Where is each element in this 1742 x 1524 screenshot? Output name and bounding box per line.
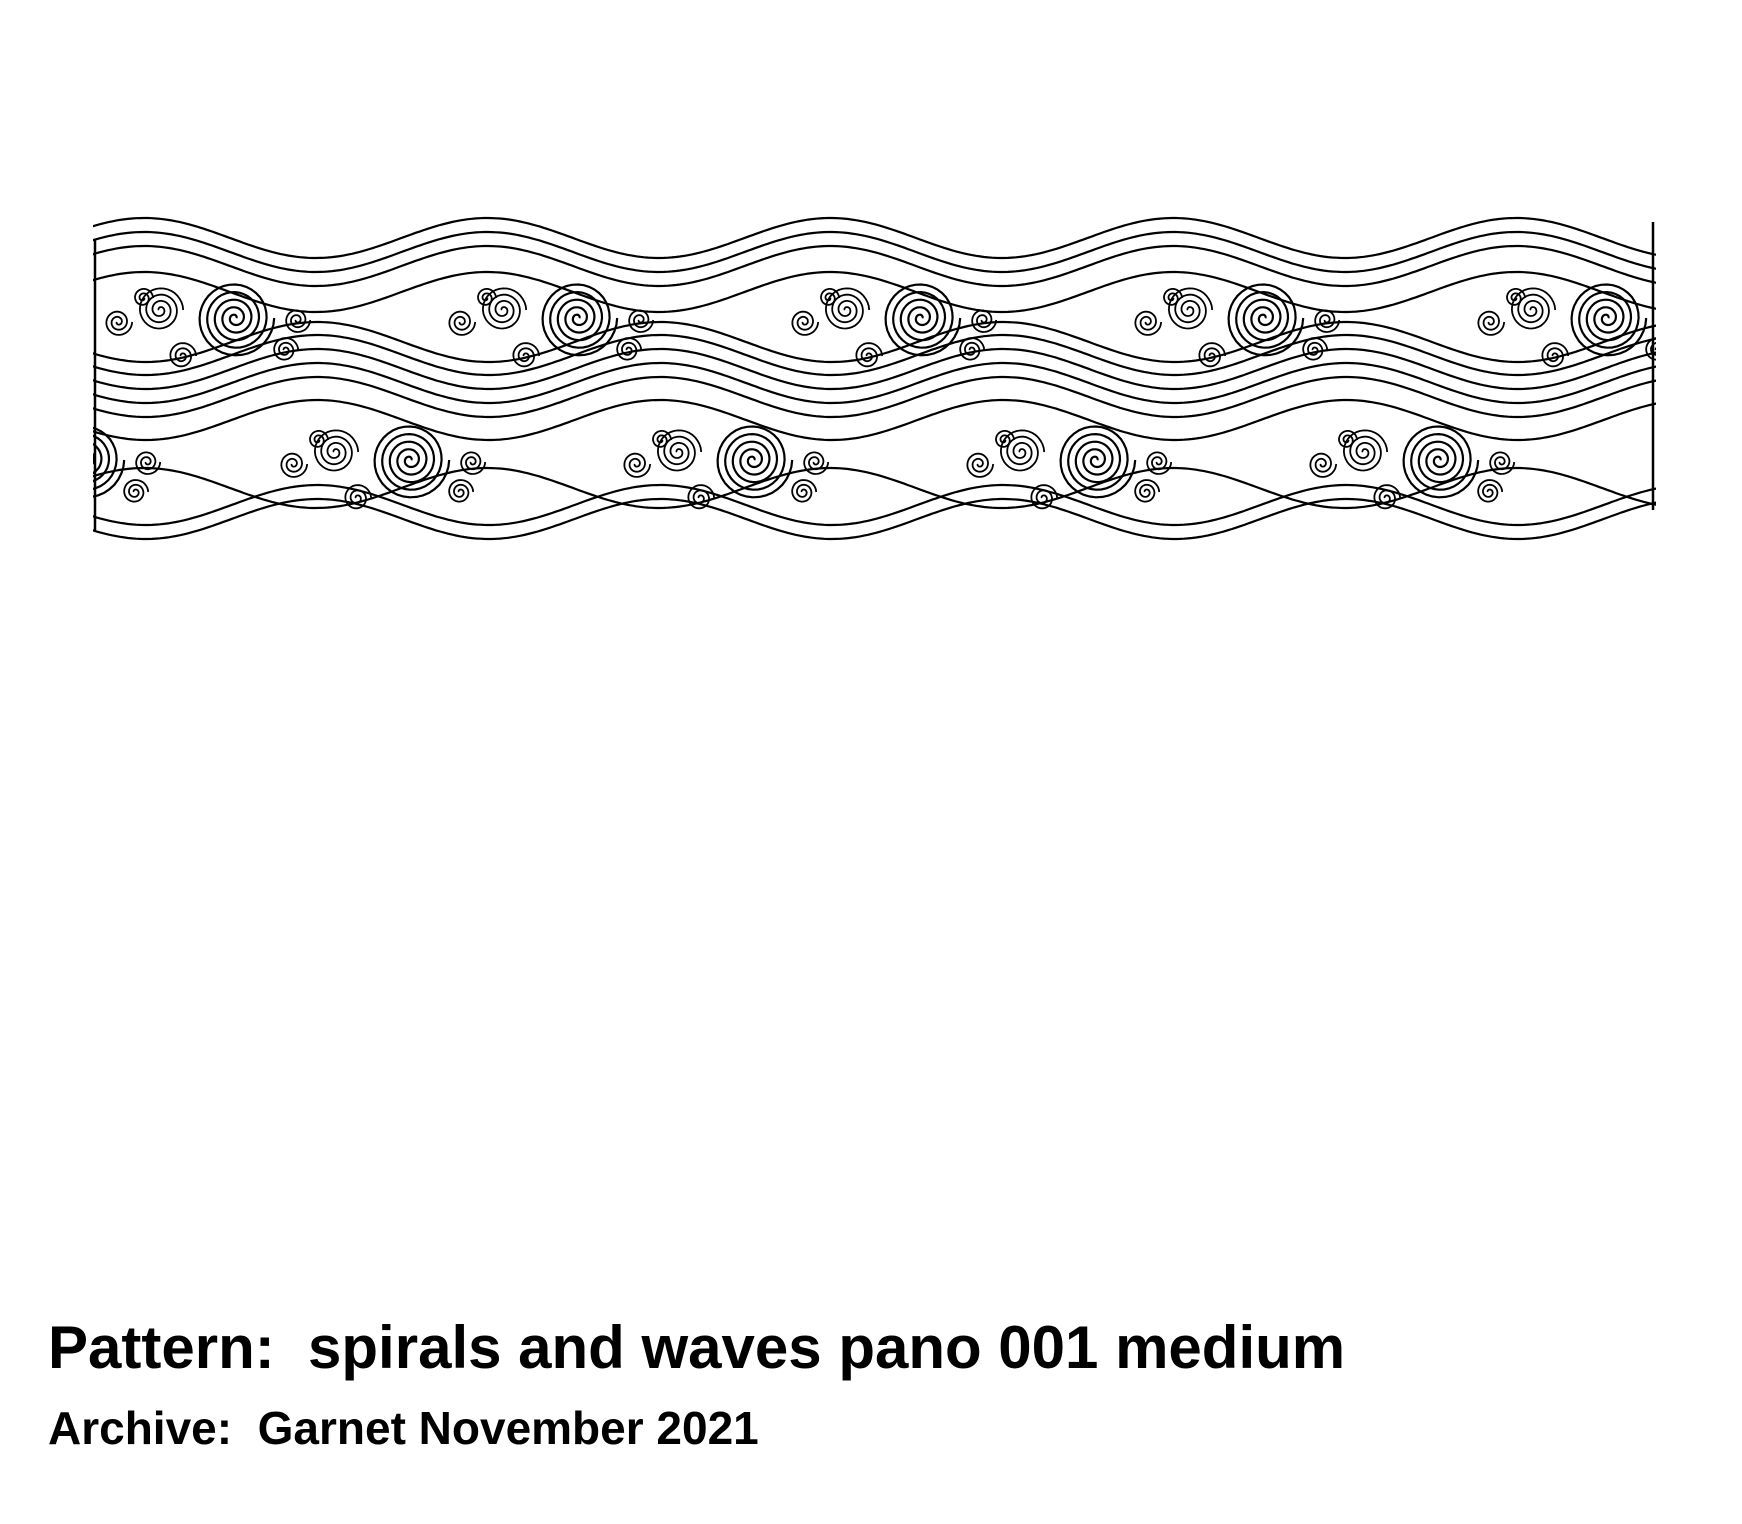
spiral-mark	[512, 342, 541, 368]
wave-line	[93, 333, 1656, 377]
spiral-mark	[477, 288, 498, 306]
wave-line	[93, 398, 1656, 442]
spiral-mark	[1309, 452, 1338, 478]
spiral-mark	[820, 288, 841, 306]
spiral-mark	[344, 484, 373, 510]
spiral-mark	[93, 426, 126, 498]
spiral-mark	[448, 310, 477, 336]
spiral-mark	[0, 431, 3, 447]
spiral-mark	[1342, 429, 1389, 472]
spiral-mark	[448, 479, 475, 503]
spiral-mark	[280, 452, 309, 478]
spiral-mark	[656, 429, 703, 472]
pattern-title: Pattern: spirals and waves pano 001 medi…	[48, 1314, 1346, 1381]
wave-line	[93, 361, 1656, 405]
spiral-mark	[716, 425, 794, 499]
spiral-mark	[105, 310, 134, 336]
spiral-mark	[198, 283, 276, 357]
spiral-mark	[1541, 342, 1570, 368]
spiral-mark	[791, 310, 820, 336]
spiral-mark	[1302, 337, 1329, 361]
spiral-mark	[966, 452, 995, 478]
wave-line	[93, 466, 1656, 510]
spiral-mark	[959, 337, 986, 361]
wave-line	[93, 375, 1656, 419]
wave-line	[93, 270, 1656, 314]
spiral-mark	[123, 479, 150, 503]
wave-lines	[93, 216, 1656, 541]
spiral-mark	[1373, 484, 1402, 510]
wave-line	[93, 244, 1656, 288]
wave-line	[93, 483, 1656, 527]
spiral-mark	[995, 430, 1016, 448]
spiral-mark	[1163, 288, 1184, 306]
spiral-mark	[1338, 430, 1359, 448]
spiral-mark	[616, 337, 643, 361]
spiral-mark	[1134, 479, 1161, 503]
spiral-mark	[20, 485, 46, 508]
spiral-mark	[803, 451, 830, 475]
spiral-mark	[855, 342, 884, 368]
spiral-mark	[1645, 337, 1656, 361]
spiral-mark	[628, 309, 655, 333]
spiral-mark	[1510, 287, 1557, 330]
spiral-mark	[273, 337, 300, 361]
spiral-mark	[652, 430, 673, 448]
spiral-mark	[824, 287, 871, 330]
spiral-mark	[971, 309, 998, 333]
spiral-mark	[1506, 288, 1527, 306]
archive-subtitle: Archive: Garnet November 2021	[48, 1402, 759, 1454]
spiral-mark	[884, 283, 962, 357]
spiral-mark	[791, 479, 818, 503]
wave-line	[93, 320, 1656, 364]
spiral-mark	[1314, 309, 1341, 333]
spiral-mark	[999, 429, 1046, 472]
spiral-mark	[623, 452, 652, 478]
spiral-mark	[1198, 342, 1227, 368]
spiral-mark	[1227, 283, 1305, 357]
spiral-mark	[1570, 283, 1648, 357]
spiral-mark	[1489, 451, 1516, 475]
spiral-mark	[1402, 425, 1480, 499]
spiral-mark	[285, 309, 312, 333]
spiral-mark	[460, 451, 487, 475]
spiral-mark	[1167, 287, 1214, 330]
wave-line	[93, 497, 1656, 541]
spiral-mark	[1059, 425, 1137, 499]
spiral-mark	[1477, 479, 1504, 503]
spiral-mark	[1134, 310, 1163, 336]
spiral-mark	[0, 430, 33, 470]
spiral-clusters	[0, 283, 1682, 510]
spiral-mark	[481, 287, 528, 330]
spiral-mark	[1030, 484, 1059, 510]
wave-line	[93, 347, 1656, 391]
spiral-mark	[169, 342, 198, 368]
spiral-mark	[138, 287, 185, 330]
wave-line	[93, 230, 1656, 274]
spiral-mark	[1146, 451, 1173, 475]
spiral-mark	[1658, 310, 1682, 332]
spiral-mark	[373, 425, 451, 499]
spiral-mark	[687, 484, 716, 510]
spiral-mark	[313, 429, 360, 472]
spiral-mark	[134, 288, 155, 306]
spiral-mark	[135, 451, 162, 475]
wave-line	[93, 216, 1656, 260]
spiral-mark	[309, 430, 330, 448]
spiral-mark	[541, 283, 619, 357]
spiral-mark	[1477, 310, 1506, 336]
